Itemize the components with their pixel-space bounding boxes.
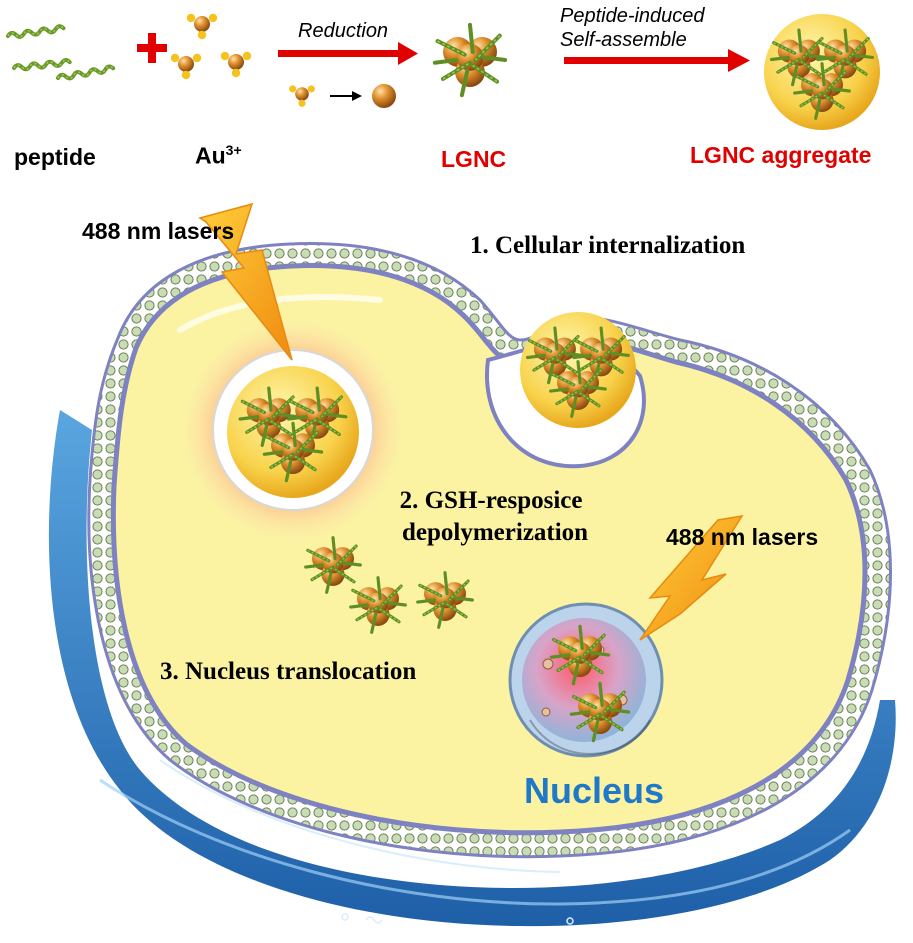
self-assemble-label: Peptide-induced Self-assemble: [560, 4, 705, 52]
step2-line-1: 2. GSH-resposice: [399, 487, 583, 514]
au3-ions: [170, 13, 252, 80]
nucleus: [508, 602, 664, 758]
glowing-vesicle: [181, 318, 405, 542]
base-swirls: [341, 913, 574, 925]
reduction-inset: [289, 84, 396, 108]
nucleus-label: Nucleus: [524, 770, 665, 811]
laser-label-2: 488 nm lasers: [666, 524, 819, 550]
lgnc-aggregate-label: LGNC aggregate: [690, 142, 872, 168]
peptide-strands: [5, 23, 116, 83]
self-assemble-line-1: Peptide-induced: [560, 5, 705, 27]
step1-label: 1. Cellular internalization: [470, 232, 746, 259]
internalization-pocket: [485, 312, 646, 469]
step2-line-2: depolymerization: [402, 519, 589, 546]
au3-label: Au3+: [195, 142, 242, 169]
self-assemble-line-2: Self-assemble: [560, 29, 687, 51]
plus-sign: [137, 33, 167, 63]
reduction-label: Reduction: [298, 20, 389, 42]
self-assemble-arrow: [564, 49, 750, 72]
step3-label: 3. Nucleus translocation: [160, 658, 417, 685]
laser-bolt-1: [198, 202, 293, 361]
laser-bolt-2: [639, 514, 744, 641]
step2-label: 2. GSH-resposice depolymerization: [394, 485, 588, 549]
lgnc-aggregate-particle: [764, 14, 880, 130]
laser-label-1: 488 nm lasers: [82, 218, 235, 244]
reduction-arrow: [278, 42, 418, 65]
lgnc-cluster: [435, 25, 505, 95]
lgnc-label: LGNC: [441, 146, 507, 172]
peptide-label: peptide: [14, 144, 96, 170]
